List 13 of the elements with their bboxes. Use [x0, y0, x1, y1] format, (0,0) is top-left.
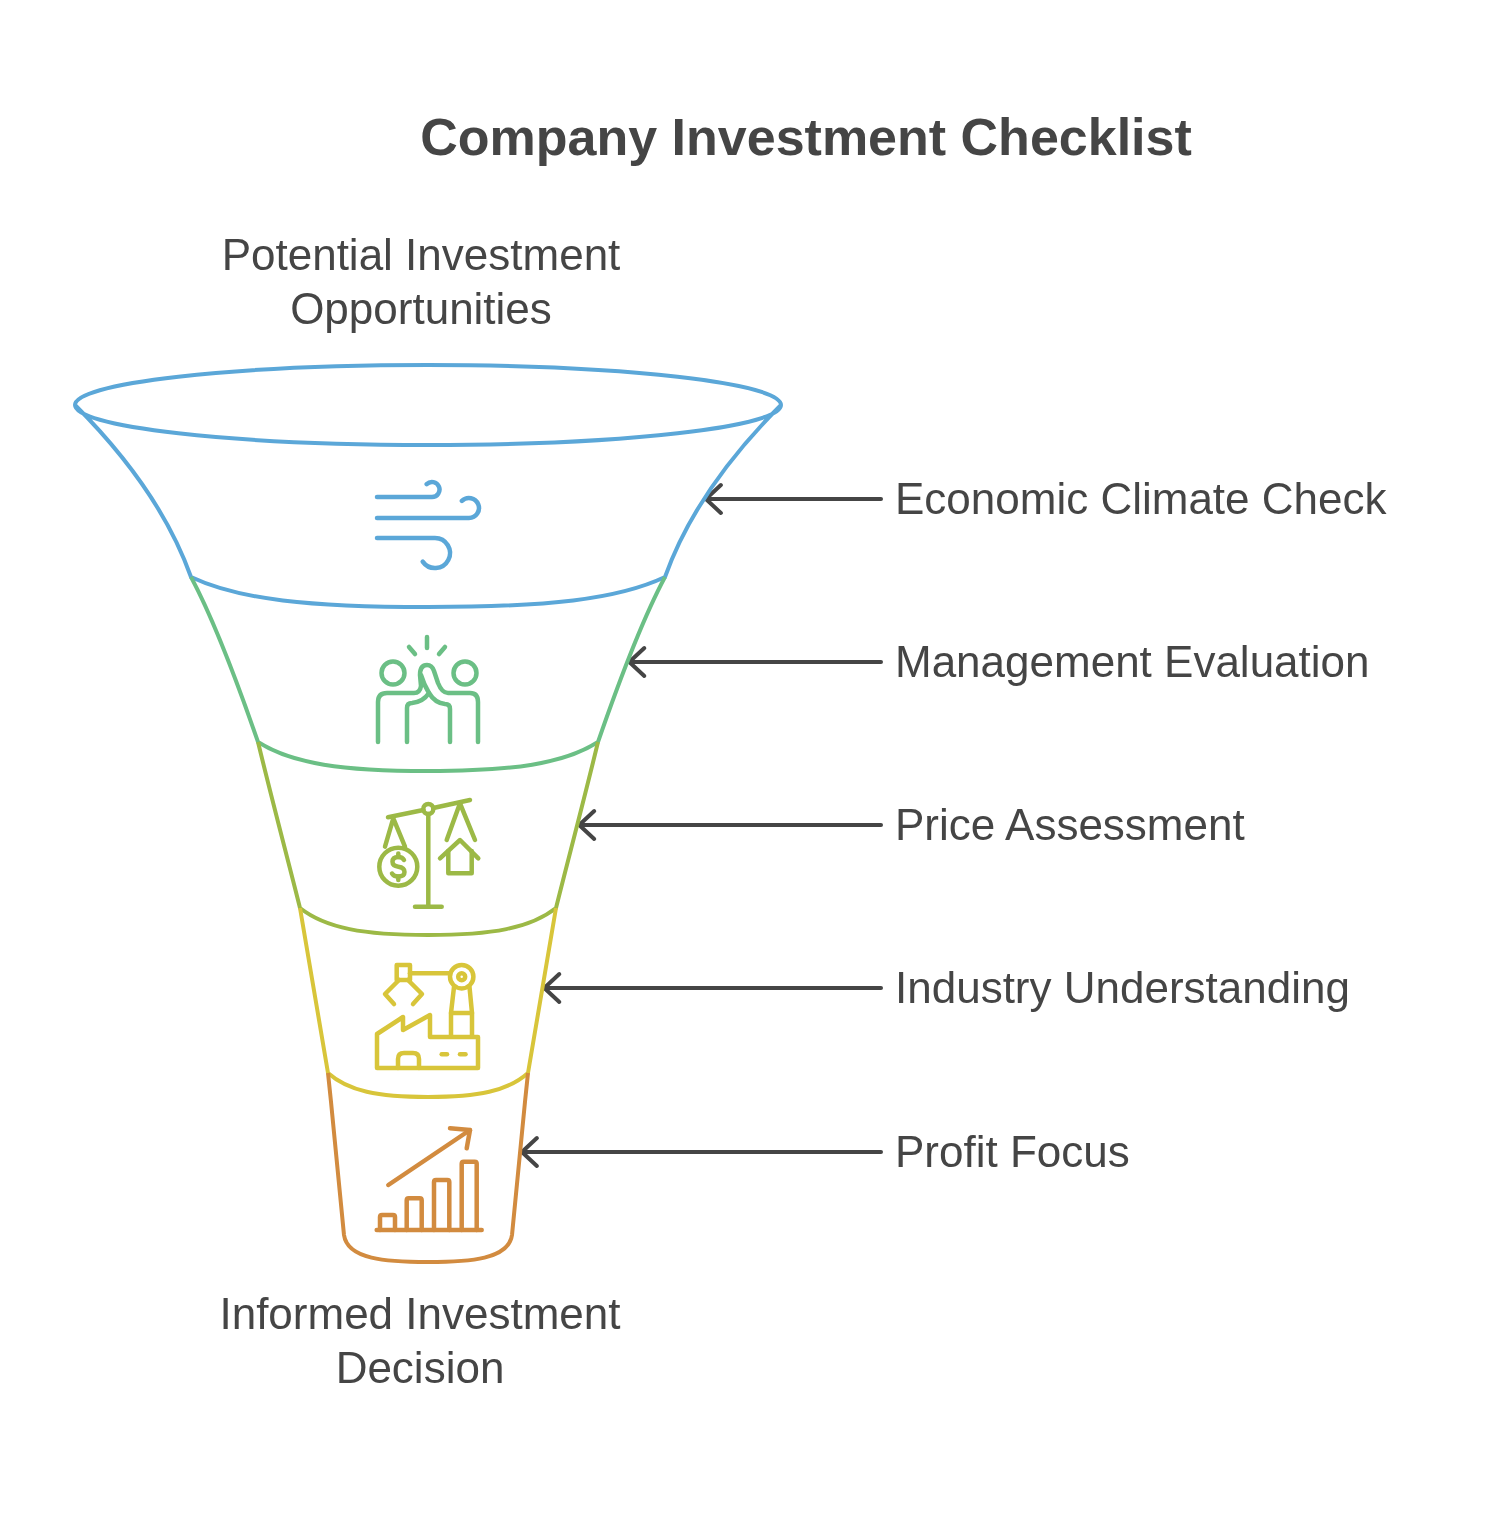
- title: Company Investment Checklist: [420, 107, 1192, 167]
- step-label: Price Assessment: [895, 797, 1245, 852]
- arrow: [703, 483, 883, 515]
- step-label: Industry Understanding: [895, 960, 1350, 1015]
- funnel-top-label: Potential Investment Opportunities: [220, 228, 622, 335]
- arrow: [519, 1136, 883, 1168]
- step-label: Profit Focus: [895, 1124, 1130, 1179]
- arrow: [542, 972, 883, 1004]
- funnel-bottom-label: Informed Investment Decision: [218, 1287, 622, 1394]
- step-label: Economic Climate Check: [895, 471, 1387, 526]
- arrow: [577, 809, 883, 841]
- step-label: Management Evaluation: [895, 634, 1370, 689]
- arrow: [627, 646, 883, 678]
